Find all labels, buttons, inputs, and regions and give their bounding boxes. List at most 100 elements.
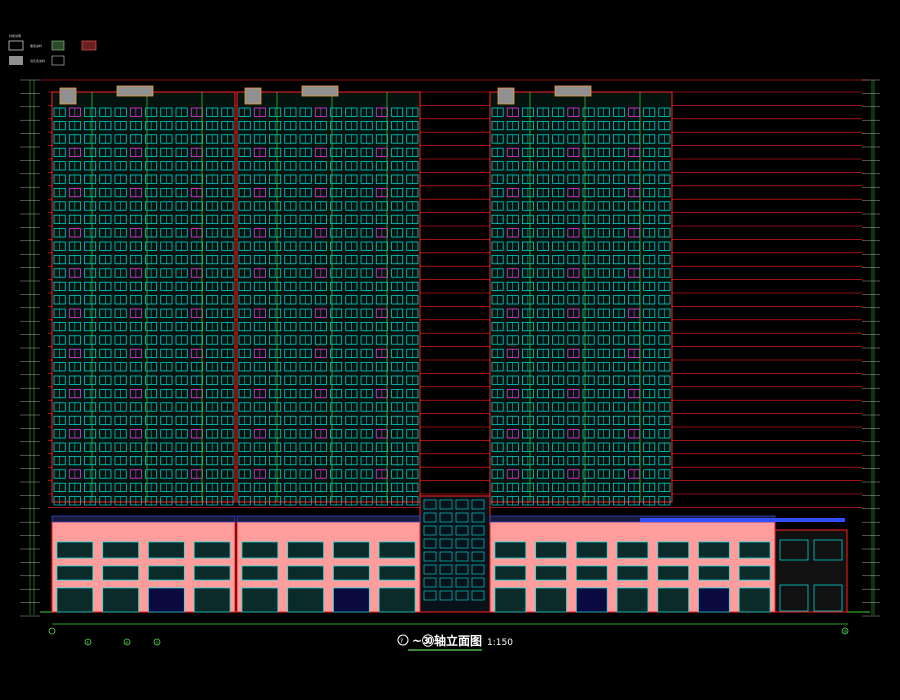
shopfront (494, 587, 527, 613)
podium-parapet (51, 515, 236, 523)
window (471, 538, 485, 549)
podium-window (378, 541, 416, 559)
podium-block (51, 495, 848, 613)
tower-outline (489, 91, 673, 503)
podium-window (738, 565, 771, 581)
podium-window (494, 565, 527, 581)
legend-label-2: 浅灰色涂料 (30, 58, 45, 63)
window (423, 499, 437, 510)
podium-window (333, 565, 370, 581)
podium-window (148, 565, 185, 581)
legend-swatch-hatch-green (51, 40, 65, 51)
podium-window (616, 565, 649, 581)
window (455, 564, 469, 575)
tower-outline (236, 91, 421, 503)
podium-window (535, 541, 567, 559)
podium-window (813, 539, 843, 561)
dimension-chains (20, 79, 880, 617)
legend-swatch-grid (51, 55, 65, 66)
podium-window (378, 565, 416, 581)
canopy-edge (640, 518, 845, 522)
podium-window (576, 541, 608, 559)
roof-box (497, 87, 515, 105)
material-legend: 材质说明 黑色涂料 浅灰色涂料 (8, 33, 97, 66)
shopfront (738, 587, 771, 613)
window (471, 551, 485, 562)
axis-bubble-icon (84, 638, 92, 646)
shopfront (241, 587, 279, 613)
podium-window (494, 541, 527, 559)
window (471, 564, 485, 575)
window (455, 525, 469, 536)
window (439, 590, 453, 601)
window (423, 525, 437, 536)
window (423, 577, 437, 588)
axis-bubble-icon (841, 627, 849, 635)
window (455, 551, 469, 562)
shopfront (193, 587, 231, 613)
podium-window (535, 565, 567, 581)
axis-tag-3: ⑪ (155, 639, 159, 645)
legend-swatch-hatch-red (81, 40, 97, 51)
window (439, 577, 453, 588)
window (471, 590, 485, 601)
podium-window (657, 565, 689, 581)
window (471, 512, 485, 523)
window (423, 538, 437, 549)
roof-box (59, 87, 77, 105)
podium-window (287, 565, 324, 581)
shopfront (287, 587, 324, 613)
window (423, 590, 437, 601)
axis-bubble-icon (153, 638, 161, 646)
podium-window (102, 541, 139, 559)
podium-window (193, 565, 231, 581)
legend-heading: 材质说明 (9, 33, 21, 38)
window (455, 512, 469, 523)
podium-window (193, 541, 231, 559)
shopfront (576, 587, 608, 613)
axis-tag-2: ⑤ (125, 640, 129, 645)
window (439, 538, 453, 549)
window (423, 564, 437, 575)
shopfront (779, 584, 809, 612)
drawing-title: ? ~㉚轴立面图 1:150 (397, 633, 513, 651)
link-block (419, 495, 491, 613)
window (455, 499, 469, 510)
tower-blocks (51, 85, 673, 506)
axis-tag-1: ① (86, 640, 90, 645)
podium-window (56, 565, 94, 581)
roof-machine-room (116, 85, 154, 97)
window (439, 564, 453, 575)
window (439, 525, 453, 536)
podium-window (698, 565, 730, 581)
podium-window (56, 541, 94, 559)
podium-parapet (236, 515, 421, 523)
podium-window (241, 565, 279, 581)
window (455, 538, 469, 549)
shopfront (698, 587, 730, 613)
podium-window (576, 565, 608, 581)
window (439, 551, 453, 562)
window (423, 512, 437, 523)
title-marker: ? (400, 638, 403, 645)
window (423, 551, 437, 562)
shopfront (56, 587, 94, 613)
shopfront (813, 584, 843, 612)
podium-window (287, 541, 324, 559)
elevation-marker-icon (397, 634, 409, 646)
roof-box (244, 87, 262, 105)
axis-markers: ① ⑤ ⑪ ㉚ (48, 627, 849, 646)
title-scale: 1:150 (487, 638, 513, 648)
legend-label-1: 黑色涂料 (30, 43, 42, 48)
shopfront (616, 587, 649, 613)
podium-window (241, 541, 279, 559)
window (439, 512, 453, 523)
podium-window (102, 565, 139, 581)
shopfront (333, 587, 370, 613)
axis-bubble-icon (123, 638, 131, 646)
window (455, 590, 469, 601)
shopfront (378, 587, 416, 613)
shopfront (148, 587, 185, 613)
legend-swatch-outline (8, 40, 24, 51)
